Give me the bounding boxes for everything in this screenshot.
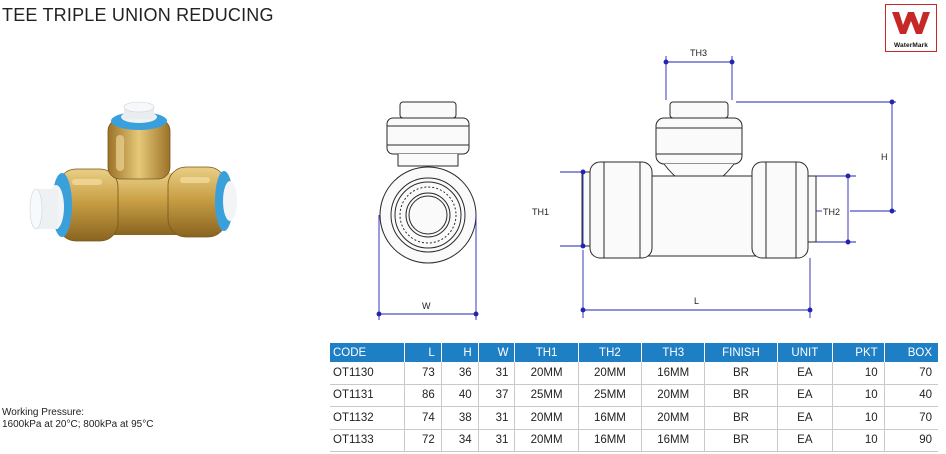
col-header-th2: TH2 (578, 343, 643, 362)
cell-th2: 16MM (578, 429, 643, 452)
table-row: OT1131 86 40 37 25MM 25MM 20MM BR EA 10 … (330, 384, 938, 407)
cell-h: 38 (441, 406, 479, 430)
cell-box: 70 (884, 362, 938, 385)
cell-finish: BR (704, 362, 778, 385)
cell-pkt: 10 (832, 429, 885, 452)
cell-box: 70 (884, 406, 938, 430)
cell-th3: 16MM (641, 429, 706, 452)
cell-finish: BR (704, 429, 778, 452)
col-header-box: BOX (884, 343, 938, 362)
cell-box: 40 (884, 384, 938, 407)
dim-label-l: L (694, 296, 699, 306)
cell-pkt: 10 (832, 384, 885, 407)
cell-l: 86 (404, 384, 442, 407)
col-header-code: CODE (330, 343, 406, 362)
cell-code: OT1131 (330, 384, 406, 407)
cell-finish: BR (704, 384, 778, 407)
cell-th1: 20MM (514, 362, 579, 385)
cell-unit: EA (777, 406, 834, 430)
dim-label-th1: TH1 (532, 207, 549, 217)
cell-l: 74 (404, 406, 442, 430)
side-view (379, 101, 477, 264)
cell-th1: 20MM (514, 406, 579, 430)
logo-text: WaterMark (894, 42, 928, 49)
cell-h: 36 (441, 362, 479, 385)
col-header-w: W (478, 343, 516, 362)
table-header-row: CODE L H W TH1 TH2 TH3 FINISH UNIT PKT B… (330, 343, 938, 362)
cell-th2: 20MM (578, 362, 643, 385)
cell-th1: 20MM (514, 429, 579, 452)
page-title: TEE TRIPLE UNION REDUCING (2, 5, 274, 25)
col-header-h: H (441, 343, 479, 362)
watermark-logo-icon (892, 12, 930, 34)
table-row: OT1130 73 36 31 20MM 20MM 16MM BR EA 10 … (330, 362, 938, 385)
cell-finish: BR (704, 406, 778, 430)
cell-th3: 20MM (641, 384, 706, 407)
col-header-th3: TH3 (641, 343, 706, 362)
cell-code: OT1133 (330, 429, 406, 452)
dim-label-h: H (881, 152, 888, 162)
cell-w: 31 (478, 429, 516, 452)
product-photo (29, 101, 237, 242)
pressure-heading: Working Pressure: (2, 407, 85, 418)
cell-th2: 16MM (578, 406, 643, 430)
table-row: OT1132 74 38 31 20MM 16MM 20MM BR EA 10 … (330, 406, 938, 430)
watermark-logo: WaterMark (885, 4, 937, 52)
cell-pkt: 10 (832, 362, 885, 385)
cell-pkt: 10 (832, 406, 885, 430)
working-pressure-note: Working Pressure: 1600kPa at 20°C; 800kP… (2, 407, 153, 431)
col-header-th1: TH1 (514, 343, 579, 362)
spec-table: CODE L H W TH1 TH2 TH3 FINISH UNIT PKT B… (330, 343, 938, 452)
dimension-lines (376, 56, 896, 320)
cell-w: 31 (478, 362, 516, 385)
dim-label-th3: TH3 (690, 48, 707, 58)
col-header-l: L (404, 343, 442, 362)
cell-box: 90 (884, 429, 938, 452)
cell-code: OT1132 (330, 406, 406, 430)
col-header-finish: FINISH (704, 343, 778, 362)
cell-th1: 25MM (514, 384, 579, 407)
dim-label-th2: TH2 (823, 207, 840, 217)
cell-l: 73 (404, 362, 442, 385)
cell-h: 34 (441, 429, 479, 452)
cell-th3: 16MM (641, 362, 706, 385)
technical-drawing: TH3 H TH1 TH2 W L (376, 48, 896, 320)
dim-label-w: W (422, 301, 431, 311)
cell-h: 40 (441, 384, 479, 407)
cell-unit: EA (777, 384, 834, 407)
cell-th2: 25MM (578, 384, 643, 407)
col-header-pkt: PKT (832, 343, 885, 362)
pressure-values: 1600kPa at 20°C; 800kPa at 95°C (2, 419, 154, 430)
col-header-unit: UNIT (777, 343, 834, 362)
cell-l: 72 (404, 429, 442, 452)
cell-unit: EA (777, 362, 834, 385)
cell-code: OT1130 (330, 362, 406, 385)
cell-w: 31 (478, 406, 516, 430)
table-row: OT1133 72 34 31 20MM 16MM 16MM BR EA 10 … (330, 429, 938, 452)
front-view (581, 101, 817, 259)
cell-th3: 20MM (641, 406, 706, 430)
cell-unit: EA (777, 429, 834, 452)
cell-w: 37 (478, 384, 516, 407)
dimension-labels: TH3 H TH1 TH2 W L (422, 48, 888, 311)
